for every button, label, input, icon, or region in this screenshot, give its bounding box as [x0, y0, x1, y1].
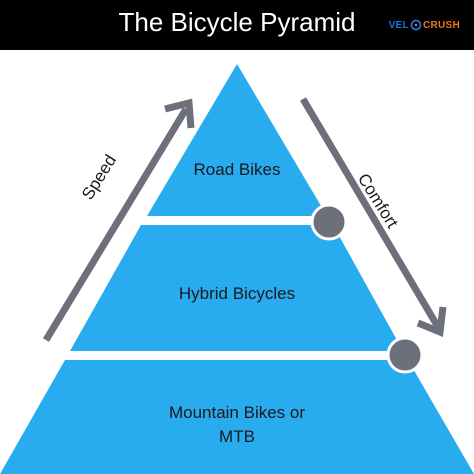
tier-label-mountain-bikes: Mountain Bikes or MTB: [168, 403, 306, 446]
comfort-arrowhead-icon: [416, 306, 447, 337]
bicycle-wheel-icon: [410, 19, 422, 31]
speed-arrowhead-icon: [164, 98, 195, 129]
tier-label-hybrid-bicycles: Hybrid Bicycles: [178, 284, 296, 303]
logo-text-part1: VEL: [388, 19, 409, 31]
header-bar: [0, 0, 474, 50]
comfort-arrow: [299, 97, 442, 329]
page-title: The Bicycle Pyramid: [118, 7, 356, 37]
tier-divider-circle-upper: [310, 203, 348, 241]
pyramid-tier-middle: [70, 225, 403, 351]
speed-arrow: [43, 107, 189, 342]
tier-divider-circle-lower: [386, 336, 424, 374]
tier-label-road-bikes: Road Bikes: [193, 160, 281, 179]
pyramid-tier-top: [147, 64, 327, 216]
brand-logo: VEL CRUSH: [389, 16, 460, 34]
pyramid-tier-bottom: [0, 360, 474, 474]
logo-text-part2: CRUSH: [422, 19, 460, 31]
